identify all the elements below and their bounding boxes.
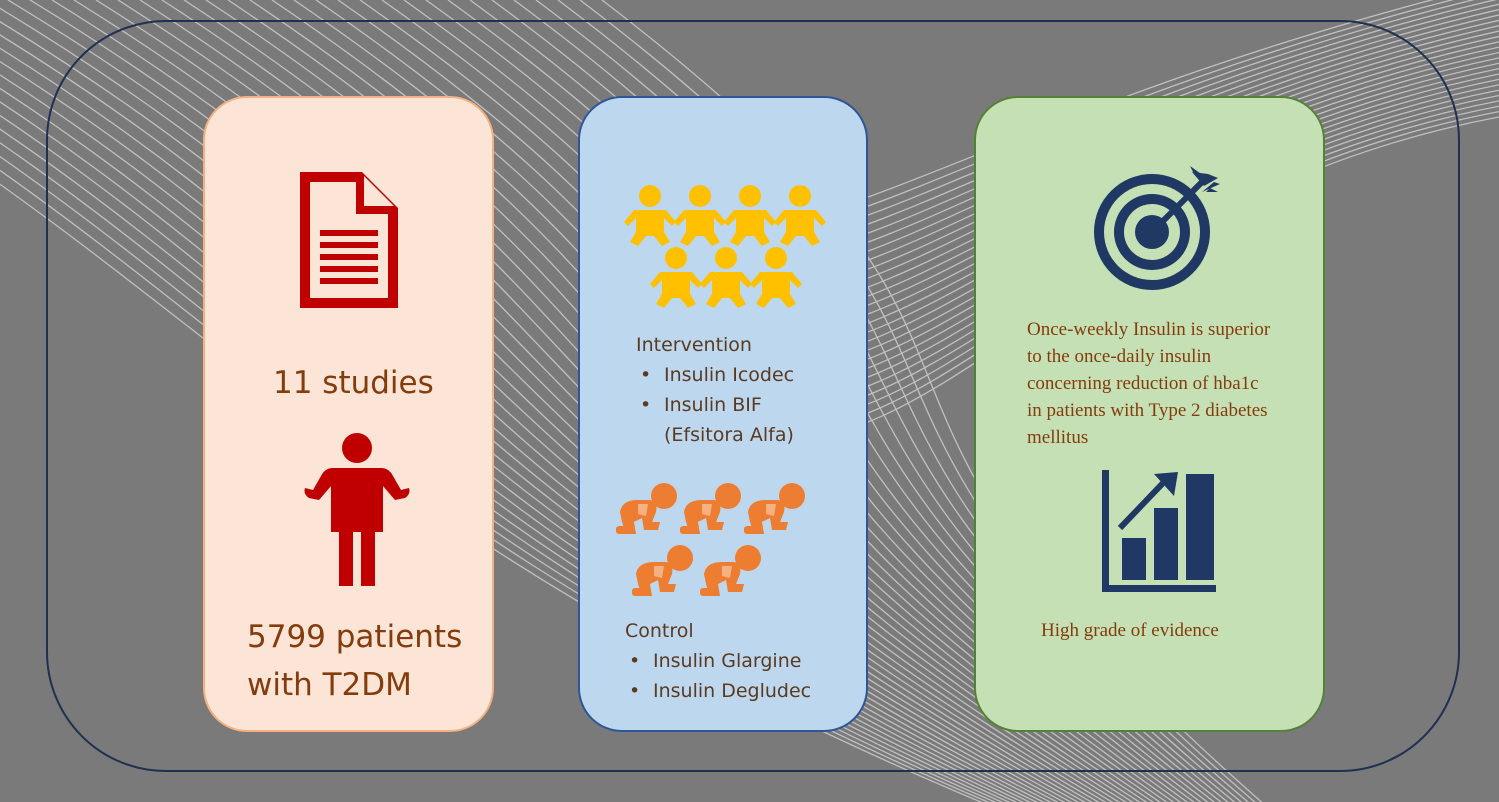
control-item: Insulin Glargine [625,646,811,676]
patients-line-1: 5799 patients [247,619,463,655]
control-block: Control Insulin Glargine Insulin Deglude… [625,616,811,706]
control-title: Control [625,620,694,642]
document-icon [300,172,398,308]
conclusion-line: Once-weekly Insulin is superior [1027,319,1271,340]
conclusion-text: Once-weekly Insulin is superior to the o… [1027,316,1270,451]
conclusion-line: to the once-daily insulin [1027,346,1212,367]
outer-frame [46,20,1460,772]
patients-line-2: with T2DM [247,667,412,703]
growth-chart-icon [1102,470,1216,592]
conclusion-line: mellitus [1027,427,1089,448]
babies-group-icon [624,185,826,308]
intervention-item: Insulin BIF [636,390,794,420]
studies-count: 11 studies [273,365,434,401]
intervention-item-continued: (Efsitora Alfa) [664,424,794,446]
intervention-title: Intervention [636,334,752,356]
control-item: Insulin Degludec [625,676,811,706]
intervention-item: Insulin Icodec [636,360,794,390]
conclusion-line: concerning reduction of hba1c [1027,373,1259,394]
intervention-list: Insulin Icodec Insulin BIF (Efsitora Alf… [636,360,794,450]
target-icon [1094,166,1220,290]
person-icon [304,433,410,586]
intervention-block: Intervention [636,330,752,360]
crawling-babies-icon [616,483,805,596]
conclusion-line: in patients with Type 2 diabetes [1027,400,1268,421]
evidence-label: High grade of evidence [1041,620,1219,641]
